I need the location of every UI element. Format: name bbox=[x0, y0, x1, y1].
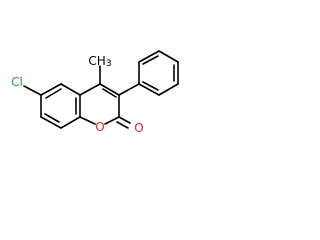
chlorine-label: Cl bbox=[11, 75, 23, 89]
bond bbox=[138, 83, 160, 96]
carbonyl-bond bbox=[118, 116, 131, 124]
ring-oxygen-label: O bbox=[95, 120, 104, 134]
double-bond-inner bbox=[142, 81, 159, 91]
bond bbox=[79, 116, 96, 125]
bond bbox=[99, 83, 120, 96]
bond bbox=[104, 116, 120, 125]
double-bond-inner bbox=[45, 88, 62, 99]
structure-diagram: CH3 Cl O O bbox=[11, 50, 179, 135]
bond bbox=[158, 50, 179, 63]
methyl-label: CH3 bbox=[88, 54, 111, 69]
phenyl-ring bbox=[138, 50, 179, 96]
double-bond-inner bbox=[44, 113, 60, 123]
bond bbox=[79, 83, 101, 96]
chlorine-bond bbox=[23, 85, 42, 96]
bond bbox=[118, 83, 140, 96]
bond bbox=[138, 50, 160, 63]
carbonyl-oxygen-label: O bbox=[134, 121, 143, 135]
pyranone-ring bbox=[79, 65, 140, 129]
structure-canvas: CH3 Cl O O bbox=[11, 50, 179, 135]
double-bond-inner bbox=[142, 55, 159, 65]
bond bbox=[40, 83, 62, 96]
carbonyl-bond-inner bbox=[116, 121, 129, 129]
bond bbox=[60, 116, 81, 129]
bond bbox=[60, 83, 81, 96]
benzo-ring bbox=[23, 83, 81, 129]
bond bbox=[158, 83, 179, 96]
bond bbox=[40, 116, 62, 129]
double-bond-inner bbox=[102, 88, 117, 98]
